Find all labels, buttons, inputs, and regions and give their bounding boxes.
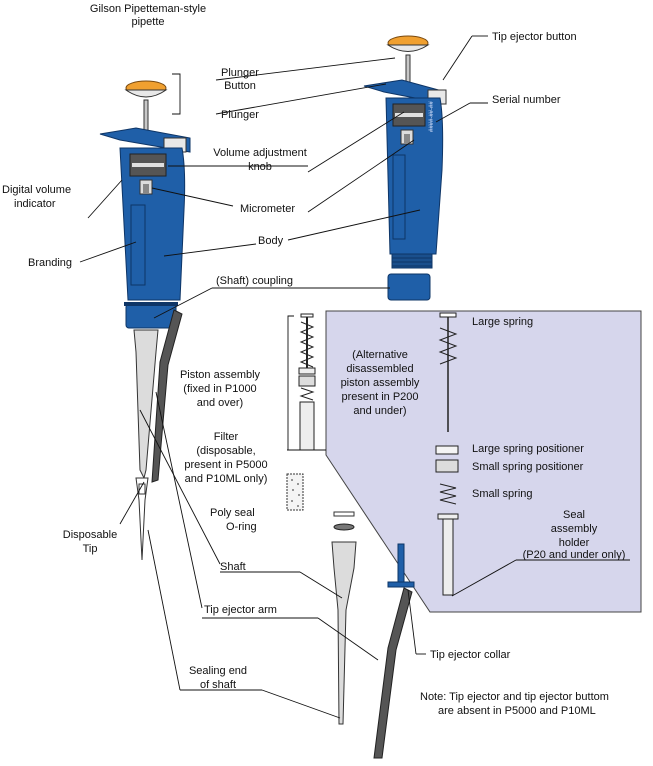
label-plunger-button-1: Plunger	[221, 67, 259, 79]
shaft-separated	[332, 542, 356, 724]
label-filter-3: present in P5000	[184, 459, 267, 471]
label-o-ring: O-ring	[226, 521, 257, 533]
diagram-title-line1: Gilson Pipetteman-style	[90, 3, 206, 15]
label-small-spring: Small spring	[472, 488, 533, 500]
o-ring	[334, 524, 354, 530]
piston-assembly	[287, 314, 326, 450]
tip-ejector-collar	[388, 582, 414, 587]
label-body: Body	[258, 235, 284, 247]
label-large-spring-positioner: Large spring positioner	[472, 443, 584, 455]
label-tip-ejector-collar: Tip ejector collar	[430, 649, 511, 661]
label-plunger-button-2: Button	[224, 80, 256, 92]
diagram-title-line2: pipette	[131, 16, 164, 28]
label-serial-number: Serial number	[492, 94, 561, 106]
label-micrometer: Micrometer	[240, 203, 295, 215]
label-volume-knob-2: knob	[248, 161, 272, 173]
label-large-spring: Large spring	[472, 316, 533, 328]
tip-ejector-collar-stem	[398, 544, 404, 582]
poly-seal	[334, 512, 354, 516]
coupling-separated	[388, 274, 430, 300]
label-seal-holder-4: (P20 and under only)	[523, 549, 626, 561]
label-alt-piston-4: present in P200	[341, 391, 418, 403]
label-tip-ejector-button: Tip ejector button	[492, 31, 577, 43]
label-disposable-tip-1: Disposable	[63, 529, 117, 541]
filter-element	[287, 474, 303, 510]
coupling-left	[126, 304, 176, 328]
label-tip-ejector-arm: Tip ejector arm	[204, 604, 277, 616]
note-line1: Note: Tip ejector and tip ejector buttom	[420, 691, 609, 703]
tip-ejector-arm-separated	[374, 588, 412, 758]
note-line2: are absent in P5000 and P10ML	[438, 705, 596, 717]
label-digital-volume-2: indicator	[14, 198, 56, 210]
seal-assembly-holder	[443, 519, 453, 595]
label-filter-4: and P10ML only)	[185, 473, 268, 485]
label-disposable-tip-2: Tip	[83, 543, 98, 555]
label-alt-piston-1: (Alternative	[352, 349, 408, 361]
label-seal-holder-3: holder	[559, 537, 590, 549]
label-filter-1: Filter	[214, 431, 239, 443]
label-alt-piston-5: and under)	[353, 405, 406, 417]
small-spring-positioner	[436, 460, 458, 472]
label-poly-seal: Poly seal	[210, 507, 255, 519]
label-piston-assembly-3: and over)	[197, 397, 243, 409]
serial-number-text: ####-##-##	[429, 101, 435, 132]
label-piston-assembly-1: Piston assembly	[180, 369, 261, 381]
label-branding: Branding	[28, 257, 72, 269]
label-volume-knob-1: Volume adjustment	[213, 147, 307, 159]
label-sealing-end-2: of shaft	[200, 679, 236, 691]
label-shaft: Shaft	[220, 561, 246, 573]
label-seal-holder-2: assembly	[551, 523, 598, 535]
label-sealing-end-1: Sealing end	[189, 665, 247, 677]
label-coupling: (Shaft) coupling	[216, 275, 293, 287]
label-alt-piston-3: piston assembly	[341, 377, 420, 389]
large-spring-positioner	[436, 446, 458, 454]
label-small-spring-positioner: Small spring positioner	[472, 461, 584, 473]
pipette-upper-body: ####-##-##	[364, 36, 446, 300]
label-alt-piston-2: disassembled	[346, 363, 413, 375]
label-seal-holder-1: Seal	[563, 509, 585, 521]
label-digital-volume-1: Digital volume	[2, 184, 71, 196]
label-piston-assembly-2: (fixed in P1000	[183, 383, 256, 395]
label-plunger: Plunger	[221, 109, 259, 121]
label-filter-2: (disposable,	[196, 445, 255, 457]
